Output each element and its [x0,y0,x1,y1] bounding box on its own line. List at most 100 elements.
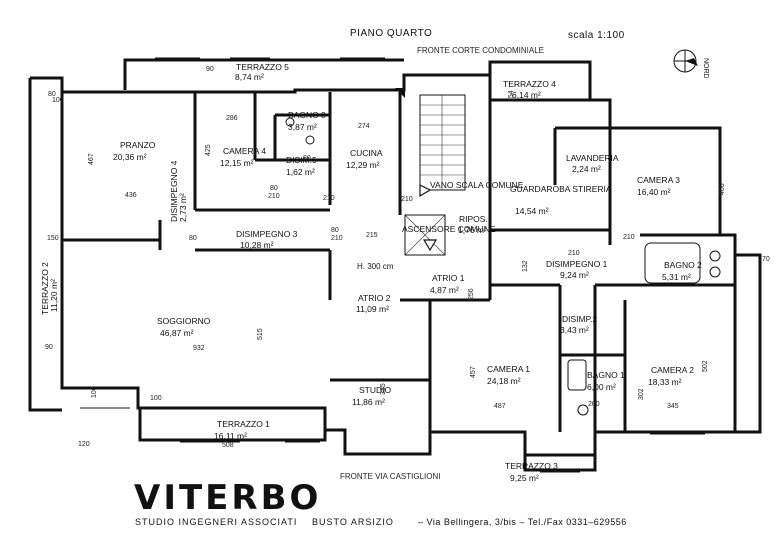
walls [28,58,762,472]
dimension: 274 [358,123,370,130]
dimension: 215 [366,232,378,239]
room-area: 2,24 m² [572,164,601,174]
room-name: CAMERA 2 [651,365,694,375]
dimension: 154 [508,90,515,102]
dimension: 150 [47,235,59,242]
dimension-labels: 90 100 286 274 467 425 436 400 150 215 2… [45,66,770,449]
room-name: BAGNO 2 [664,260,702,270]
plan-title: PIANO QUARTO [350,28,432,39]
dimension: 80 [270,185,278,192]
room-name: STUDIO [359,385,392,395]
compass-label: NORD [702,58,709,79]
dimension: 932 [193,345,205,352]
room-area: 24,18 m² [487,376,521,386]
room-area: 3,43 m² [560,325,589,335]
room-name: BAGNO 3 [288,110,326,120]
room-name: PRANZO [120,140,156,150]
dimension: 210 [568,250,580,257]
height-note: H. 300 cm [357,262,394,271]
dimension: 210 [401,196,413,203]
dimension: 90 [45,344,53,351]
dimension: 80 [331,227,339,234]
room-name: ATRIO 2 [358,293,391,303]
room-name: DISIMPEGNO 3 [236,229,298,239]
dimension: 80 [303,155,311,162]
room-area: 11,86 m² [352,397,385,407]
room-name: LAVANDERIA [566,153,619,163]
room-area: 2,73 m² [178,193,188,222]
room-area: 16,11 m² [214,431,247,441]
dimension: 502 [702,360,709,372]
dimension: 210 [268,193,280,200]
front-bottom-label: FRONTE VIA CASTIGLIONI [340,472,440,481]
dimension: 210 [323,195,335,202]
room-name: ATRIO 1 [432,273,465,283]
dimension: 200 [588,401,600,408]
dimension: 286 [226,115,238,122]
dimension: 345 [667,403,679,410]
room-area: 18,33 m² [648,377,682,387]
scale-label: scala 1:100 [568,30,625,41]
room-name: SOGGIORNO [157,316,211,326]
bathroom-fixtures [285,117,721,416]
dimension: 80 [48,91,56,98]
studio-address: – Via Bellingera, 3/bis – Tel./Fax 0331–… [418,517,627,527]
dimension: 256 [468,288,475,300]
room-area: 5,31 m² [662,272,691,282]
compass-icon: NORD [673,49,709,79]
room-area: 46,87 m² [160,328,194,338]
studio-logo: VITERBO [134,478,322,518]
dimension: 210 [623,234,635,241]
dimension: 515 [257,328,264,340]
room-area: 1,76 m² [458,225,487,235]
dimension: 132 [522,260,529,272]
dimension: 120 [78,441,90,448]
studio-city: BUSTO ARSIZIO [312,517,394,527]
room-area: 1,62 m² [286,167,315,177]
dimension: 467 [88,153,95,165]
room-area: 9,25 m² [510,473,539,483]
room-name: DISIMP.2 [562,314,598,324]
room-name: CAMERA 1 [487,364,530,374]
dimension: 210 [331,235,343,242]
room-area: 16,40 m² [637,187,671,197]
windows [80,57,705,473]
dimension: 487 [494,403,506,410]
room-name: DISIM.5 [286,155,317,165]
dimension: 90 [206,66,214,73]
dimension: 436 [125,192,137,199]
room-name: TERRAZZO 1 [217,419,270,429]
room-name: TERRAZZO 4 [503,79,556,89]
room-area: 12,29 m² [346,160,380,170]
dimension: 80 [189,235,197,242]
front-top-label: FRONTE CORTE CONDOMINIALE [417,46,544,55]
room-area: 20,36 m² [113,152,147,162]
room-area: 10,28 m² [240,240,274,250]
dimension: 100 [150,395,162,402]
room-name: TERRAZZO 2 [40,262,50,315]
dimension: 100 [91,386,98,398]
stair-core [395,88,466,256]
room-name: DISIMPEGNO 4 [169,160,179,222]
room-name: VANO SCALA COMUNE [430,180,524,190]
room-area: 11,20 m² [49,279,59,312]
room-name: DISIMPEGNO 1 [546,259,608,269]
room-name: CUCINA [350,148,383,158]
dimension: 457 [470,366,477,378]
dimension: 302 [638,388,645,400]
room-area: 9,24 m² [560,270,589,280]
room-name: BAGNO 1 [587,370,625,380]
room-area: 3,87 m² [288,122,317,132]
dimension: 400 [719,183,726,195]
room-name: TERRAZZO 3 [505,461,558,471]
room-area: 12,15 m² [220,158,254,168]
room-name: CAMERA 4 [223,146,266,156]
room-area: 6,00 m² [587,382,616,392]
room-area: 6,14 m² [512,90,541,100]
dimension: 425 [205,144,212,156]
room-name: TERRAZZO 5 [236,62,289,72]
dimension: 335 [380,383,387,395]
room-labels: PRANZO 20,36 m² CAMERA 4 12,15 m² BAGNO … [40,62,702,483]
room-area: 14,54 m² [515,206,549,216]
